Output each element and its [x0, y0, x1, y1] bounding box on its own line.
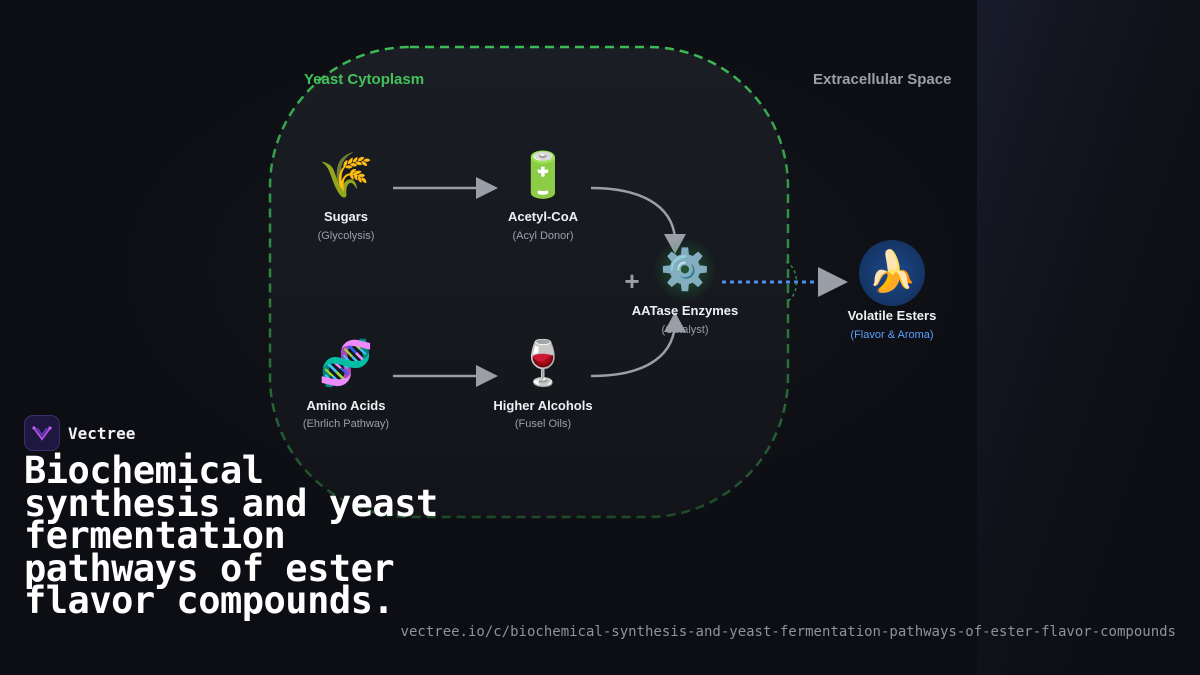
wheat-icon: 🌾 [318, 150, 374, 201]
gear-icon: ⚙️ [660, 247, 710, 293]
brand-name: Vectree [68, 423, 136, 443]
alcohols-title: Higher Alcohols [493, 398, 593, 413]
cytoplasm-label: Yeast Cytoplasm [304, 71, 425, 88]
arrow-amino-to-alcohols [393, 365, 498, 387]
enzyme-subtitle: (Catalyst) [661, 324, 709, 336]
amino-subtitle: (Ehrlich Pathway) [302, 418, 390, 430]
esters-subtitle: (Flavor & Aroma) [850, 329, 934, 341]
enzyme-glow [653, 238, 717, 302]
wine-glass-icon: 🍷 [515, 338, 571, 389]
dna-icon: 🧬 [318, 338, 374, 389]
extracellular-label: Extracellular Space [813, 71, 952, 88]
arrow-alcohols-to-enzyme [590, 312, 686, 378]
sugars-title: Sugars [323, 209, 369, 224]
acetyl-title: Acetyl-CoA [507, 209, 579, 224]
brand: Vectree [24, 415, 135, 451]
esters-title: Volatile Esters [847, 308, 937, 323]
amino-title: Amino Acids [306, 398, 386, 413]
arrow-sugars-to-acetyl [393, 177, 498, 199]
battery-icon: 🔋 [515, 150, 571, 201]
cytoplasm-region [268, 45, 790, 519]
sugars-subtitle: (Glycolysis) [317, 230, 375, 242]
page-title: Biochemical synthesis and yeast fermenta… [24, 449, 438, 622]
acetyl-subtitle: (Acyl Donor) [512, 230, 574, 242]
esters-badge [859, 240, 925, 306]
plus-sign: + [624, 266, 640, 296]
arrow-enzyme-to-esters [722, 261, 848, 303]
vectree-logo-icon [24, 415, 60, 451]
banana-icon: 🍌 [867, 249, 917, 295]
alcohols-subtitle: (Fusel Oils) [514, 418, 572, 430]
enzyme-title: AATase Enzymes [631, 303, 739, 318]
page-url[interactable]: vectree.io/c/biochemical-synthesis-and-y… [400, 624, 1176, 640]
